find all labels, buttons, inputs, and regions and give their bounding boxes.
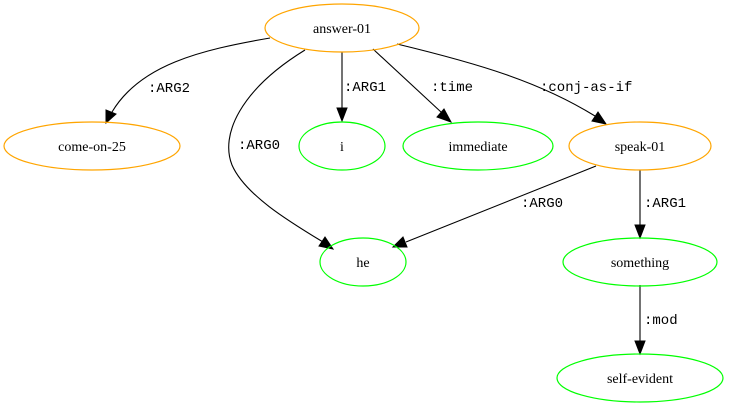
edge-answer-immediate: :time (372, 48, 473, 123)
edge-label-time: :time (431, 80, 473, 96)
edge-label-conj-as-if: :conj-as-if (540, 80, 632, 96)
edge-label-arg1: :ARG1 (344, 80, 386, 96)
edge-answer-speak: :conj-as-if (396, 43, 632, 125)
edge-speak-he: :ARG0 (391, 165, 597, 248)
node-something: something (562, 237, 718, 287)
edge-answer-i: :ARG1 (336, 52, 386, 123)
node-come-on-25: come-on-25 (3, 121, 181, 171)
node-he: he (319, 237, 407, 287)
node-self-evident: self-evident (556, 353, 724, 403)
edge-label-arg2: :ARG2 (148, 81, 190, 97)
node-speak-01: speak-01 (568, 121, 712, 171)
edge-label-arg0: :ARG0 (238, 138, 280, 154)
edge-answer-comeon: :ARG2 (105, 37, 271, 125)
svg-text:answer-01: answer-01 (313, 22, 371, 37)
node-answer-01: answer-01 (264, 3, 420, 53)
edge-speak-something: :ARG1 (634, 170, 686, 240)
svg-text:self-evident: self-evident (607, 372, 673, 387)
node-i: i (298, 121, 386, 171)
edge-label-arg0: :ARG0 (521, 196, 563, 212)
svg-text:i: i (340, 140, 344, 155)
svg-text:something: something (611, 256, 669, 271)
edge-answer-he: :ARG0 (228, 49, 335, 250)
svg-text:speak-01: speak-01 (615, 140, 666, 155)
node-immediate: immediate (402, 121, 554, 171)
edge-label-arg1: :ARG1 (644, 196, 686, 212)
svg-text:come-on-25: come-on-25 (58, 140, 126, 155)
edge-something-selfevident: :mod (634, 285, 678, 356)
svg-text:immediate: immediate (448, 140, 507, 155)
edge-label-mod: :mod (644, 313, 678, 329)
svg-text:he: he (356, 256, 369, 271)
